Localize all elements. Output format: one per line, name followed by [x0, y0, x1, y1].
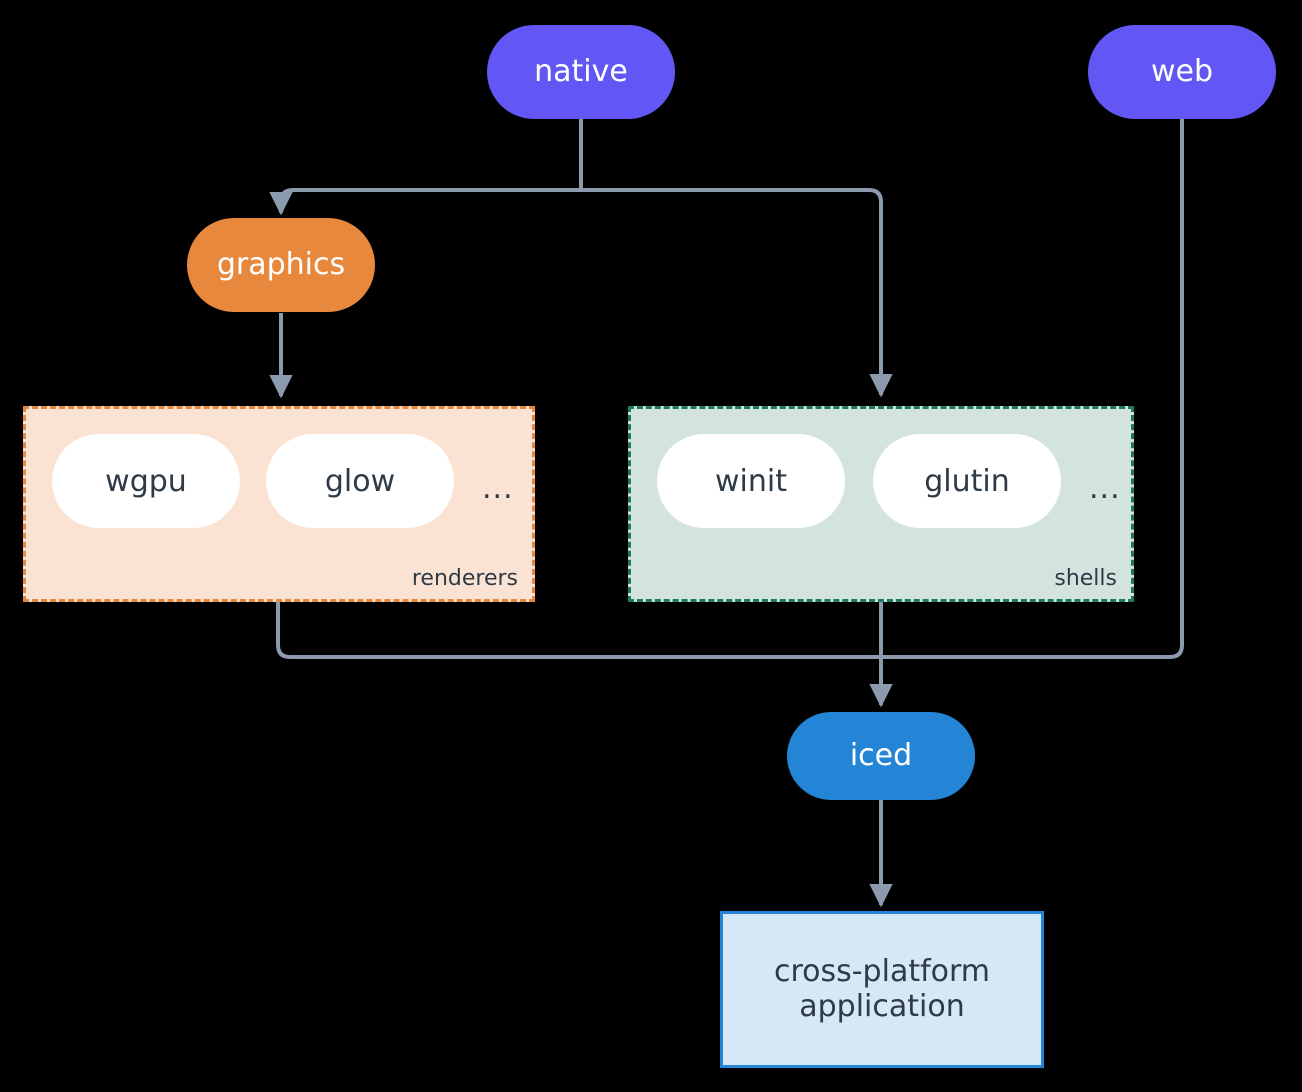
- group-shells: winit glutin ... shells: [628, 406, 1134, 602]
- group-item-glow-label: glow: [324, 463, 396, 499]
- group-item-glutin-label: glutin: [924, 463, 1010, 499]
- node-graphics-label: graphics: [216, 246, 346, 282]
- node-native-label: native: [534, 53, 628, 89]
- node-application[interactable]: cross-platform application: [720, 911, 1044, 1068]
- group-item-glutin[interactable]: glutin: [873, 434, 1061, 528]
- edge-native-to-graphics: [269, 188, 581, 216]
- node-iced-label: iced: [849, 737, 913, 773]
- node-web[interactable]: web: [1088, 25, 1276, 119]
- node-application-label-line1: cross-platform: [773, 954, 991, 989]
- node-application-label-line2: application: [799, 988, 965, 1024]
- node-native[interactable]: native: [487, 25, 675, 119]
- node-web-label: web: [1150, 53, 1214, 89]
- group-shells-label: shells: [1054, 566, 1117, 591]
- group-item-wgpu-label: wgpu: [105, 463, 187, 499]
- renderers-overflow-ellipsis: ...: [482, 471, 514, 506]
- edge-native-to-shells: [581, 188, 893, 398]
- group-item-glow[interactable]: glow: [266, 434, 454, 528]
- group-renderers-label: renderers: [411, 566, 518, 591]
- group-item-winit-label: winit: [715, 463, 787, 499]
- group-renderers: wgpu glow ... renderers: [23, 406, 535, 602]
- group-item-wgpu[interactable]: wgpu: [52, 434, 240, 528]
- node-graphics[interactable]: graphics: [187, 218, 375, 312]
- shells-overflow-ellipsis: ...: [1089, 471, 1121, 506]
- node-iced[interactable]: iced: [787, 712, 975, 800]
- group-item-winit[interactable]: winit: [657, 434, 845, 528]
- edge-renderers-to-iced: [276, 602, 881, 659]
